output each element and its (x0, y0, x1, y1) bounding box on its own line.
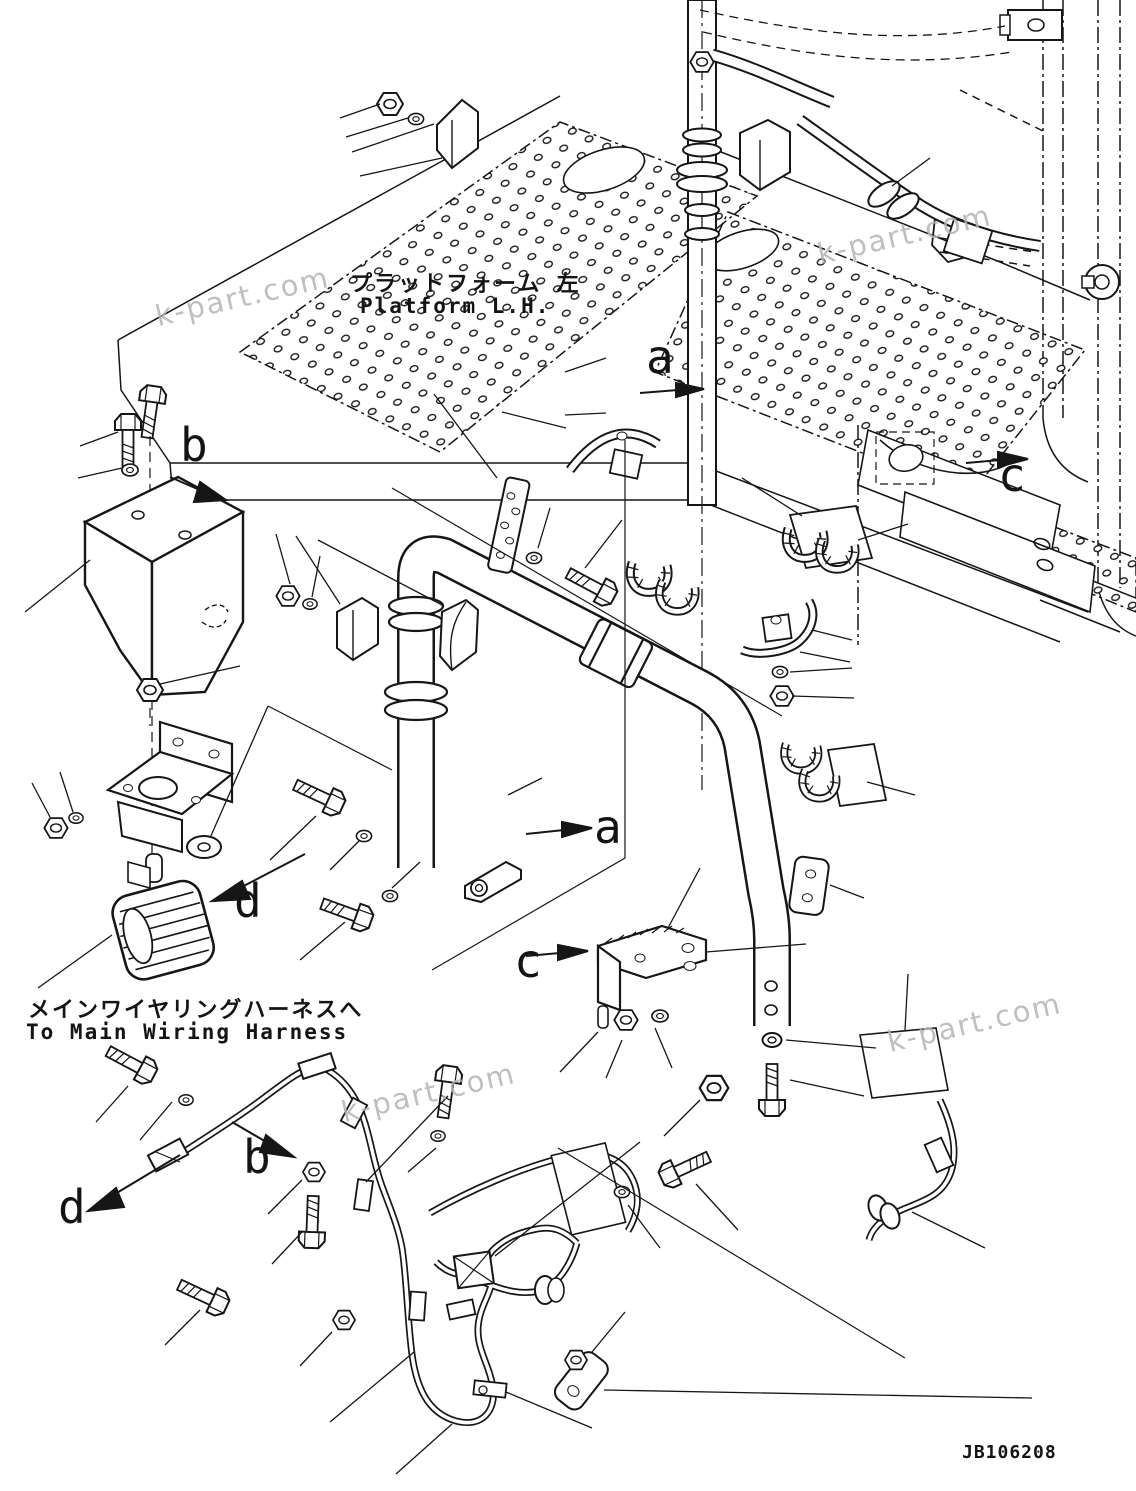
view-label-c-lower: c (514, 934, 542, 988)
arrow-d-upper (208, 879, 252, 903)
view-label-d-upper: d (234, 874, 262, 928)
view-label-a-upper: a (646, 330, 674, 384)
platform-label-en: Platform L.H. (360, 294, 551, 318)
platform-label-jp: プラットフォーム 左 (350, 272, 581, 297)
harness-label-jp: メインワイヤリングハーネスへ (28, 998, 364, 1023)
arrow-a-upper (675, 381, 705, 399)
support-frame (857, 428, 1096, 614)
view-label-a-lower: a (594, 800, 622, 854)
mid-hardware (275, 428, 888, 935)
boundary-lines (267, 440, 906, 1359)
horn (111, 879, 216, 981)
harness-label-en: To Main Wiring Harness (26, 1020, 349, 1044)
arrow-a-lower (561, 820, 593, 839)
wiring-harness (101, 1027, 958, 1426)
view-label-c-upper: c (998, 448, 1026, 502)
arrow-b-upper (192, 480, 229, 504)
arrow-c-upper (997, 450, 1029, 469)
view-arrows (84, 381, 1029, 1213)
view-label-d-lower: d (58, 1180, 86, 1234)
leader-lines (24, 103, 1033, 1475)
view-label-b-upper: b (180, 418, 208, 472)
view-label-b-lower: b (243, 1130, 271, 1184)
rail-bracket (596, 855, 830, 1117)
arrow-d-lower (84, 1186, 126, 1213)
drawing-number: JB106208 (962, 1442, 1057, 1463)
horn-bracket (43, 678, 235, 981)
top-grip-tube (376, 0, 1041, 790)
box-cover (82, 413, 246, 726)
arrow-b-lower (258, 1133, 298, 1159)
handrail-tube (383, 535, 791, 1026)
arrow-c-lower (557, 943, 589, 962)
